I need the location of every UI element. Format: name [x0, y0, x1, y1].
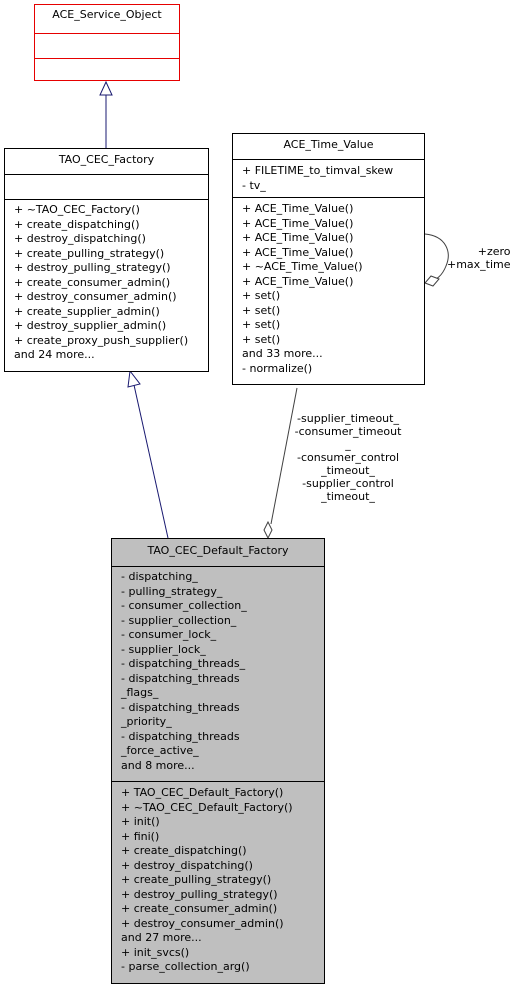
attribute-item: - supplier_collection_: [121, 613, 237, 627]
edge-label-line: +zero: [477, 245, 511, 258]
method-item: + fini(): [121, 829, 160, 843]
method-item: and 24 more...: [14, 348, 95, 361]
methods-compartment: [35, 58, 179, 80]
class-tao-cec-default-factory: TAO_CEC_Default_Factory - dispatching_- …: [111, 538, 325, 984]
class-name: TAO_CEC_Default_Factory: [147, 544, 289, 557]
aggregation-diamond-default-factory: [263, 520, 273, 540]
attribute-item: - dispatching_threads: [121, 729, 240, 743]
class-tao-cec-factory: TAO_CEC_Factory + ~TAO_CEC_Factory()+ cr…: [4, 148, 209, 372]
class-ace-service-object: ACE_Service_Object: [34, 4, 180, 81]
attribute-item: + FILETIME_to_timval_skew: [242, 164, 394, 177]
method-item: + create_dispatching(): [121, 844, 247, 857]
method-item: + create_dispatching(): [14, 217, 140, 231]
self-association-label: +zero+max_time: [447, 245, 511, 271]
method-item: + ACE_Time_Value(): [242, 274, 354, 288]
methods-compartment: + ~TAO_CEC_Factory()+ create_dispatching…: [5, 199, 208, 365]
method-item: + create_consumer_admin(): [121, 902, 278, 915]
method-item: + init_svcs(): [121, 945, 190, 959]
attributes-compartment: + FILETIME_to_timval_skew- tv_: [233, 159, 424, 197]
self-aggregation-diamond: [424, 275, 440, 287]
timeouts-association-label: -supplier_timeout_-consumer_timeout_-con…: [288, 412, 408, 503]
attribute-item: - consumer_collection_: [121, 599, 247, 612]
attribute-item: - pulling_strategy_: [121, 584, 223, 598]
method-item: + set(): [242, 318, 281, 331]
edge-label-line: -consumer_timeout: [294, 425, 402, 438]
method-item: + destroy_consumer_admin(): [14, 290, 177, 303]
attributes-compartment: [5, 174, 208, 199]
attribute-item: - dispatching_: [121, 570, 198, 583]
methods-compartment: + TAO_CEC_Default_Factory()+ ~TAO_CEC_De…: [112, 781, 324, 977]
class-ace-time-value: ACE_Time_Value + FILETIME_to_timval_skew…: [232, 133, 425, 385]
method-item: + destroy_supplier_admin(): [14, 319, 167, 332]
method-item: and 27 more...: [121, 931, 202, 944]
attribute-item: - dispatching_threads: [121, 700, 240, 714]
method-item: + create_consumer_admin(): [14, 275, 171, 289]
methods-compartment: + ACE_Time_Value()+ ACE_Time_Value()+ AC…: [233, 197, 424, 378]
edge-label-line: +max_time: [447, 258, 511, 271]
method-item: + set(): [242, 289, 281, 302]
method-item: + destroy_dispatching(): [14, 232, 146, 245]
method-item: + ACE_Time_Value(): [242, 202, 354, 215]
method-item: + create_supplier_admin(): [14, 304, 160, 318]
method-item: + set(): [242, 303, 281, 317]
method-item: + set(): [242, 332, 281, 346]
edge-label-line: -supplier_timeout_: [297, 412, 399, 425]
attribute-item: _flags_: [121, 686, 159, 699]
edge-label-line: -supplier_control: [302, 477, 394, 490]
method-item: + destroy_dispatching(): [121, 858, 253, 872]
method-item: + init(): [121, 815, 160, 828]
attribute-item: - supplier_lock_: [121, 642, 206, 656]
edge-label-line: -consumer_control: [296, 451, 400, 464]
inherit-edge-default-factory: [133, 384, 169, 539]
class-name: ACE_Time_Value: [283, 138, 374, 151]
edge-label-line: _timeout_: [321, 464, 375, 477]
method-item: + ACE_Time_Value(): [242, 245, 354, 259]
method-item: - parse_collection_arg(): [121, 960, 250, 973]
attribute-item: - dispatching_threads: [121, 671, 240, 685]
attribute-item: - consumer_lock_: [121, 628, 217, 641]
method-item: + create_pulling_strategy(): [14, 246, 165, 260]
method-item: + ~TAO_CEC_Default_Factory(): [121, 800, 293, 814]
edge-label-line: _timeout_: [321, 490, 375, 503]
method-item: + ACE_Time_Value(): [242, 216, 354, 230]
method-item: + ACE_Time_Value(): [242, 231, 354, 244]
method-item: + destroy_pulling_strategy(): [14, 261, 171, 274]
attribute-item: and 8 more...: [121, 758, 195, 772]
attribute-item: - dispatching_threads_: [121, 657, 246, 670]
inherit-arrowhead-factory: [127, 369, 141, 388]
self-association-edge: [424, 233, 449, 281]
method-item: + destroy_consumer_admin(): [121, 916, 284, 930]
class-name: ACE_Service_Object: [52, 8, 162, 21]
attributes-compartment: - dispatching_- pulling_strategy_- consu…: [112, 566, 324, 781]
method-item: + destroy_pulling_strategy(): [121, 887, 278, 901]
method-item: + create_pulling_strategy(): [121, 873, 272, 886]
association-edge-timeouts: [270, 387, 298, 525]
attributes-compartment: [35, 33, 179, 58]
class-name: TAO_CEC_Factory: [58, 153, 155, 166]
method-item: - normalize(): [242, 361, 313, 375]
method-item: + ~ACE_Time_Value(): [242, 260, 363, 273]
inherit-arrowhead-service-object: [99, 80, 113, 96]
attribute-item: _priority_: [121, 715, 172, 728]
method-item: + ~TAO_CEC_Factory(): [14, 203, 140, 216]
attribute-item: _force_active_: [121, 744, 199, 757]
attribute-item: - tv_: [242, 178, 266, 192]
edge-label-line: _: [345, 438, 351, 451]
method-item: + create_proxy_push_supplier(): [14, 333, 189, 347]
method-item: and 33 more...: [242, 347, 323, 360]
method-item: + TAO_CEC_Default_Factory(): [121, 786, 284, 799]
